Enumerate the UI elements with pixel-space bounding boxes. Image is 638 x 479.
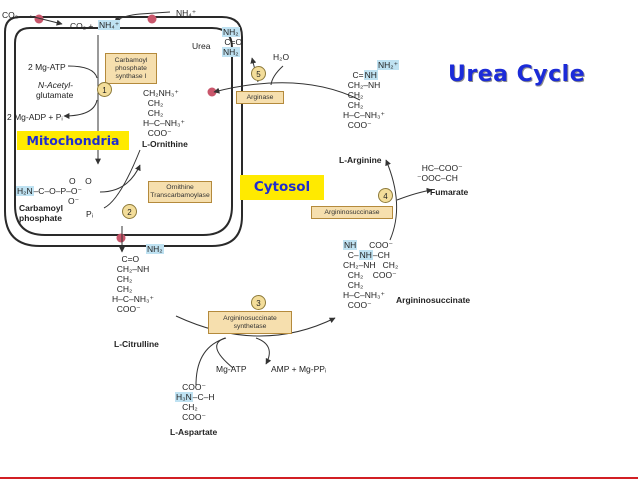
arrow-fumarate [396, 187, 433, 201]
amp-ppi-label: AMP + Mg-PPᵢ [271, 364, 327, 374]
arrow-ornithine-cp [103, 149, 141, 209]
enzyme-ass: Argininosuccinate synthetase [208, 311, 292, 334]
nh4-outside: NH₄⁺ [176, 8, 197, 18]
pi-label: Pᵢ [86, 209, 94, 219]
ornithine-structure: CH₂NH₃⁺ CH₂ CH₂ H–C–NH₃⁺ COO⁻ [143, 88, 185, 138]
arrow-amp [255, 337, 272, 365]
step-1-badge: 1 [97, 82, 112, 97]
nh4-inside: NH₄⁺ [98, 20, 121, 30]
aspartate-structure: COO⁻ H₃N–C–H CH₂ COO⁻ [175, 382, 215, 422]
h2o-label: H₂O [273, 52, 290, 62]
step-4-badge: 4 [378, 188, 393, 203]
urea-structure: NH₂ C=O NH₂ [222, 27, 243, 57]
mg-adp-label: 2 Mg-ADP + Pᵢ [7, 112, 63, 122]
citrulline-structure: NH₂ C=O CH₂–NH CH₂ CH₂ H–C–NH₃⁺ COO⁻ [112, 244, 164, 314]
mg-atp-label: 2 Mg-ATP [28, 62, 66, 72]
mitochondria-label: Mitochondria [17, 131, 129, 150]
arrow-mg-adp [63, 99, 98, 119]
step-5-badge: 5 [251, 66, 266, 81]
arrow-co2-in [29, 15, 63, 26]
co2-inside: CO₂ + [70, 21, 94, 31]
arrow-step2 [99, 164, 141, 193]
arrow-step5 [213, 82, 361, 101]
mitochondrion-outer-membrane [4, 16, 243, 247]
bottom-rule [0, 477, 638, 479]
n-acetyl-label-2: glutamate [36, 90, 74, 100]
co2-outside: CO₂ [2, 10, 19, 20]
carbamoyl-phosphate-label: Carbamoyl phosphate [19, 203, 63, 223]
arrow-h2o [270, 65, 284, 86]
argininosuccinate-label: Argininosuccinate [396, 295, 471, 305]
argininosuccinate-structure: NH COO⁻ C–NH–CH CH₂–NH CH₂ CH₂ COO⁻ CH₂ … [343, 240, 399, 310]
step-3-badge: 3 [251, 295, 266, 310]
carbamoyl-phosphate-structure: O O H₂N–C–O–P–O⁻ O⁻ [16, 176, 92, 206]
arrow-step4 [385, 159, 398, 241]
cytosol-label: Cytosol [240, 175, 324, 200]
enzyme-otc: Ornithine Transcarbamoylase [148, 181, 212, 203]
aspartate-label: L-Aspartate [170, 427, 218, 437]
enzyme-asl: Argininosuccinase [311, 206, 393, 219]
transporter-nh4 [147, 14, 157, 24]
mg-atp-step3: Mg-ATP [216, 364, 247, 374]
fumarate-structure: HC–COO⁻ ⁻OOC–CH [417, 163, 463, 183]
ornithine-label: L-Ornithine [142, 139, 188, 149]
arginine-structure: NH₂⁺ C=NH CH₂–NH CH₂ CH₂ H–C–NH₃⁺ COO⁻ [343, 60, 400, 130]
step-2-badge: 2 [122, 204, 137, 219]
fumarate-label: Fumarate [430, 187, 469, 197]
n-acetyl-label-1: N-Acetyl- [38, 80, 73, 90]
enzyme-cps1: Carbamoyl phosphate synthase I [105, 53, 157, 84]
enzyme-arginase: Arginase [236, 91, 284, 104]
urea-label: Urea [192, 41, 211, 51]
citrulline-label: L-Citrulline [114, 339, 159, 349]
transporter-citrulline [116, 233, 126, 243]
arginine-label: L-Arginine [339, 155, 382, 165]
arrow-mg-atp [67, 65, 98, 79]
arrow-step3 [175, 315, 336, 337]
arrow-aspartate [195, 337, 227, 386]
page-title: Urea Cycle [448, 62, 586, 87]
transporter-co2 [34, 14, 44, 24]
